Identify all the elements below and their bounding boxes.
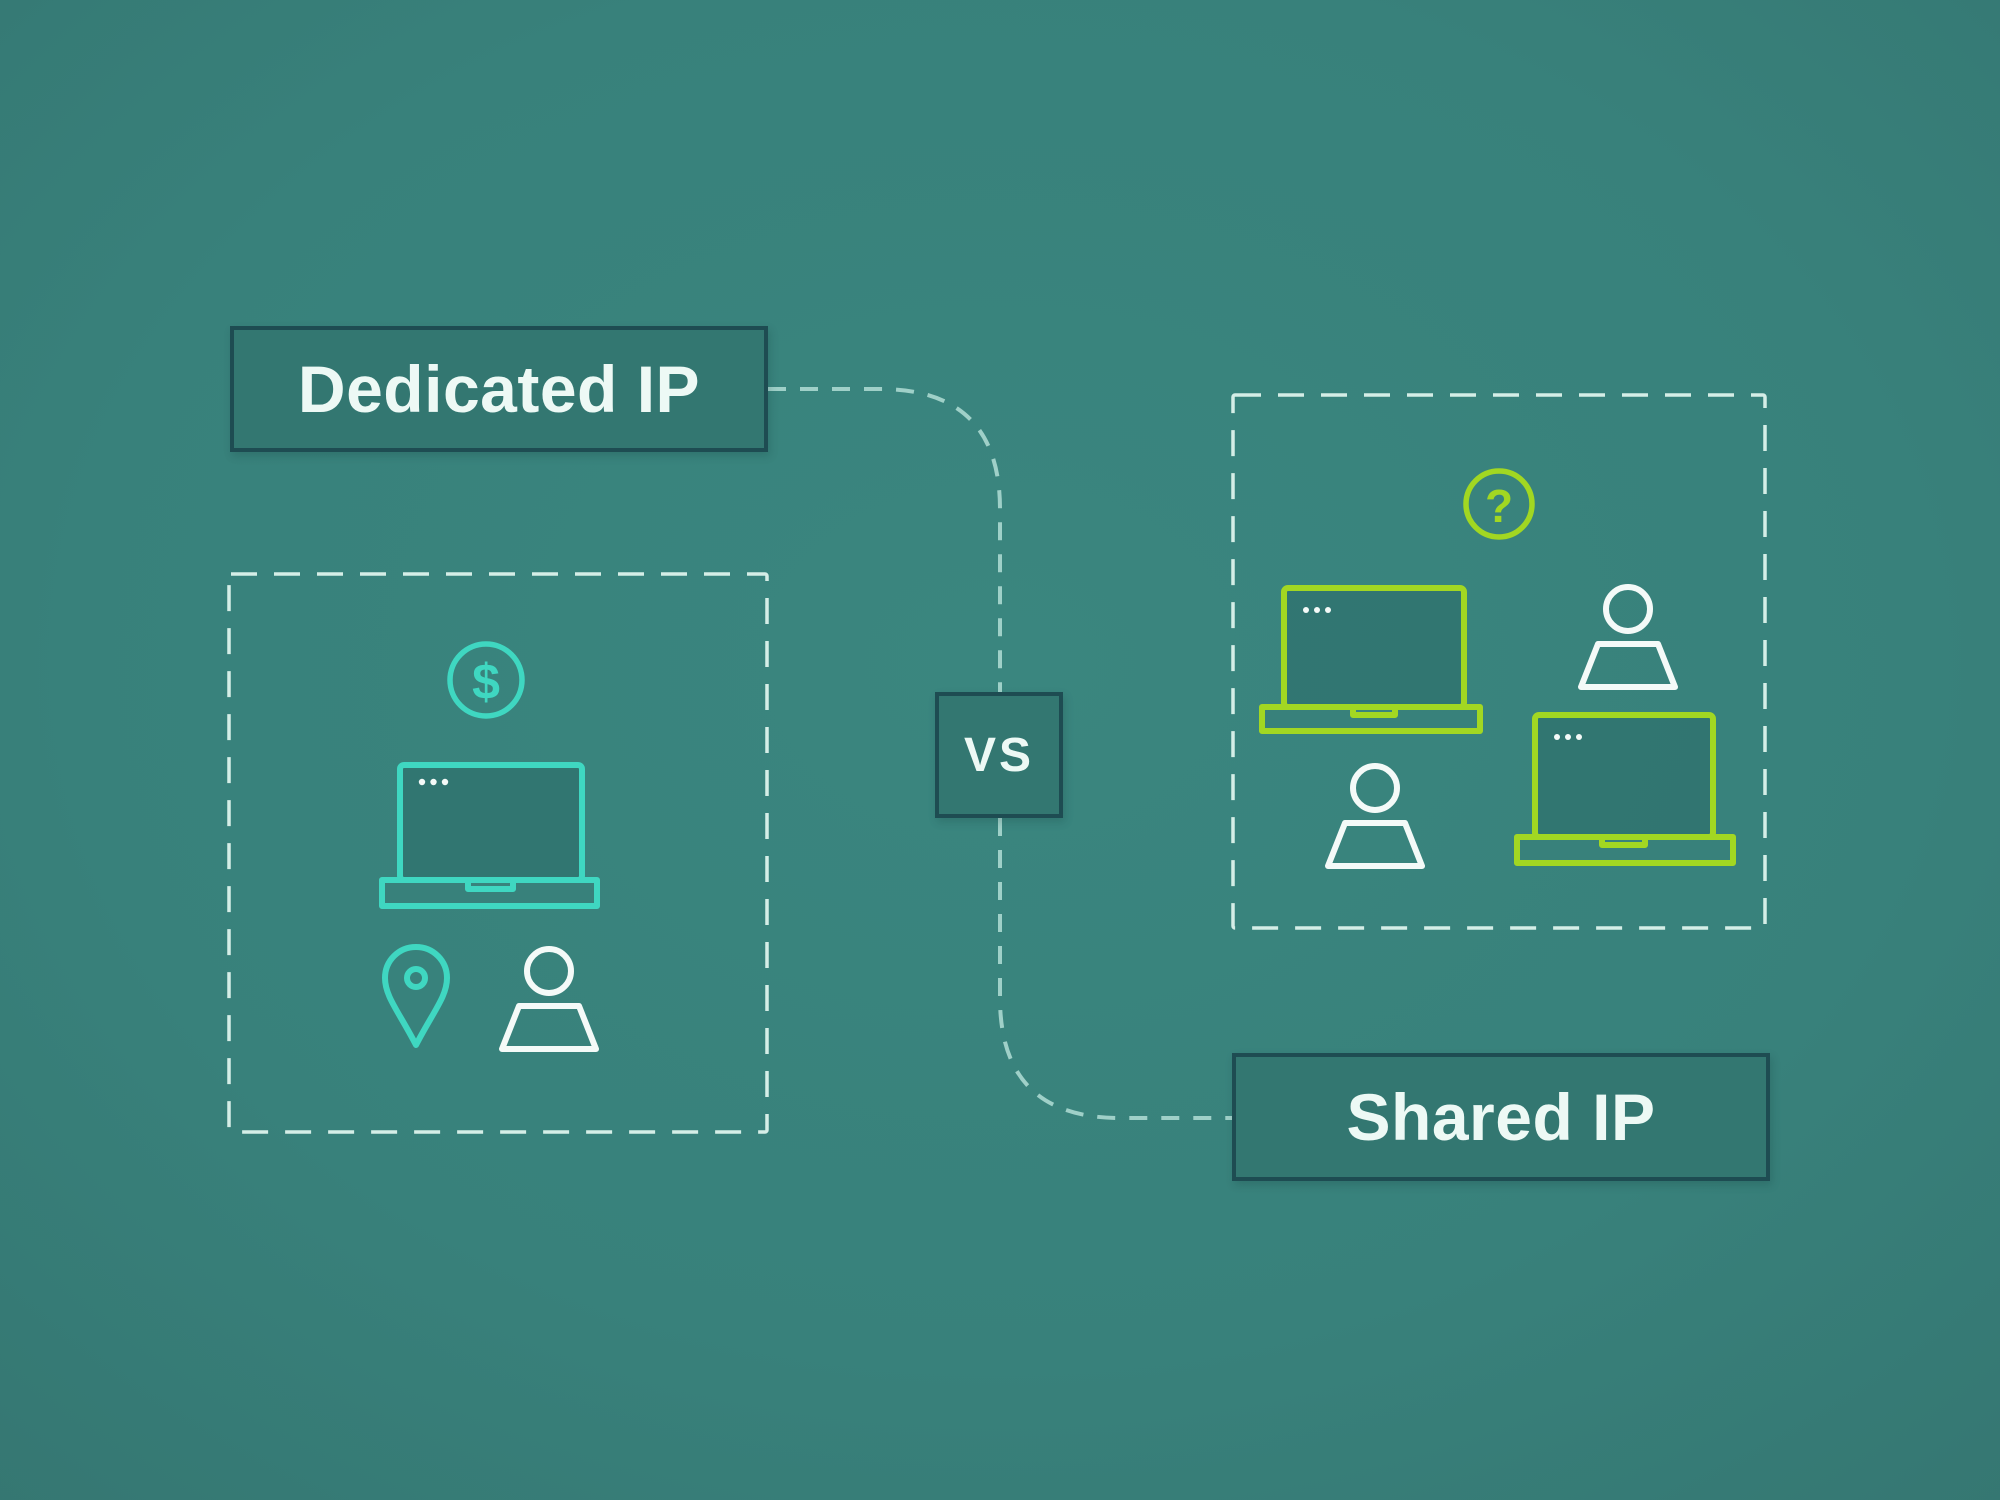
laptop-screen — [1532, 712, 1716, 840]
person-head — [1603, 584, 1653, 634]
location-pin-icon — [382, 944, 450, 1048]
laptop-window-dots — [1554, 734, 1582, 740]
person-icon-dedicated — [499, 946, 599, 1052]
shared-ip-text: Shared IP — [1346, 1080, 1656, 1154]
laptop-base — [1514, 834, 1736, 866]
pin-outline — [382, 944, 450, 1048]
dollar-coin-circle — [447, 641, 525, 719]
dedicated-group-outline — [227, 572, 769, 1134]
dedicated-ip-label: Dedicated IP — [230, 326, 768, 452]
dedicated-ip-text: Dedicated IP — [297, 352, 701, 426]
person-icon-shared-2 — [1325, 763, 1425, 869]
laptop-base — [1259, 704, 1483, 734]
laptop-icon-shared-1 — [1259, 585, 1483, 734]
person-body — [1325, 820, 1425, 869]
connector-vs-to-shared — [998, 818, 1232, 1120]
shared-group-outline — [1231, 393, 1767, 930]
laptop-base — [379, 877, 600, 909]
laptop-icon-shared-2 — [1514, 712, 1736, 866]
question-mark-icon: ? — [1463, 468, 1535, 540]
connector-dedicated-to-vs — [768, 387, 1002, 692]
vs-text: VS — [963, 728, 1035, 782]
vs-badge: VS — [935, 692, 1063, 818]
laptop-screen — [397, 762, 585, 883]
question-glyph: ? — [1485, 480, 1513, 532]
dedicated-group-border — [227, 572, 769, 1134]
question-circle — [1463, 468, 1535, 540]
laptop-window-dots — [1303, 607, 1331, 613]
person-body — [1578, 641, 1678, 690]
dollar-glyph: $ — [472, 654, 500, 710]
laptop-screen — [1281, 585, 1467, 710]
laptop-window-dots — [418, 778, 449, 786]
dollar-coin-icon: $ — [447, 641, 525, 719]
pin-center-dot — [404, 966, 428, 990]
laptop-icon-dedicated — [379, 762, 600, 909]
shared-ip-label: Shared IP — [1232, 1053, 1770, 1181]
person-body — [499, 1003, 599, 1052]
person-head — [1350, 763, 1400, 813]
person-icon-shared-1 — [1578, 584, 1678, 690]
person-head — [524, 946, 574, 996]
shared-group-border — [1231, 393, 1767, 930]
